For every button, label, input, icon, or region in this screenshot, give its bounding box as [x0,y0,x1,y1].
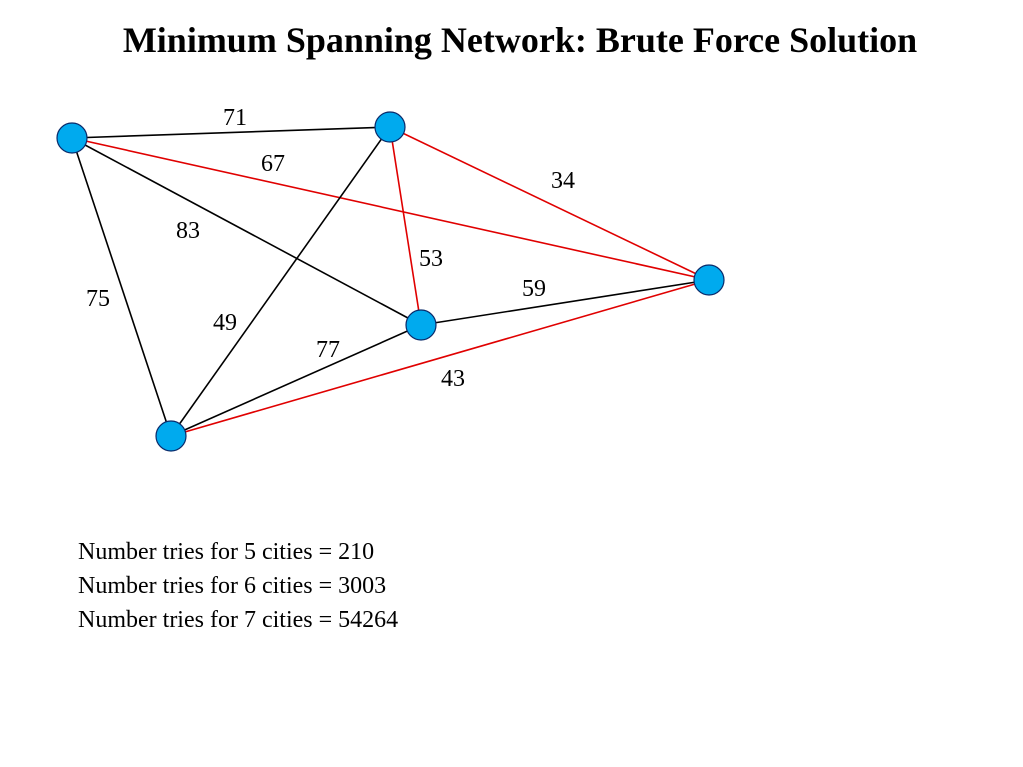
nodes-layer [56,111,725,452]
edge-weight-label: 83 [176,218,200,244]
edge-b-e [170,126,391,437]
city-node-e [155,420,187,452]
edge-weight-label: 67 [261,151,285,177]
edge-weight-label: 75 [86,286,110,312]
tries-note-5-cities: Number tries for 5 cities = 210 [78,539,375,565]
city-node-c [693,264,725,296]
edge-weight-label: 43 [441,366,465,392]
edge-labels-layer: 71 67 34 83 53 59 75 49 77 43 [86,105,575,392]
edge-weight-label: 71 [223,105,247,131]
city-node-a [56,122,88,154]
edge-weight-label: 49 [213,310,237,336]
edge-weight-label: 59 [522,276,546,302]
edge-a-c [71,137,710,281]
edge-b-c [389,126,710,281]
edge-a-b [71,126,391,139]
edge-weight-label: 34 [551,168,575,194]
network-graph: 71 67 34 83 53 59 75 49 77 43 [56,105,725,452]
edge-a-d [71,137,422,326]
edge-a-e [71,137,172,437]
edges-layer [71,126,710,437]
edge-d-c [420,279,710,326]
tries-notes: Number tries for 5 cities = 210 Number t… [78,535,398,637]
slide-title: Minimum Spanning Network: Brute Force So… [122,20,918,60]
edge-b-d [389,126,422,326]
city-node-b [374,111,406,143]
edge-weight-label: 53 [419,246,443,272]
city-node-d [405,309,437,341]
edge-weight-label: 77 [316,337,340,363]
tries-note-6-cities: Number tries for 6 cities = 3003 [78,573,387,599]
edge-e-c [170,279,710,437]
tries-note-7-cities: Number tries for 7 cities = 54264 [78,607,399,633]
edge-e-d [170,324,422,437]
